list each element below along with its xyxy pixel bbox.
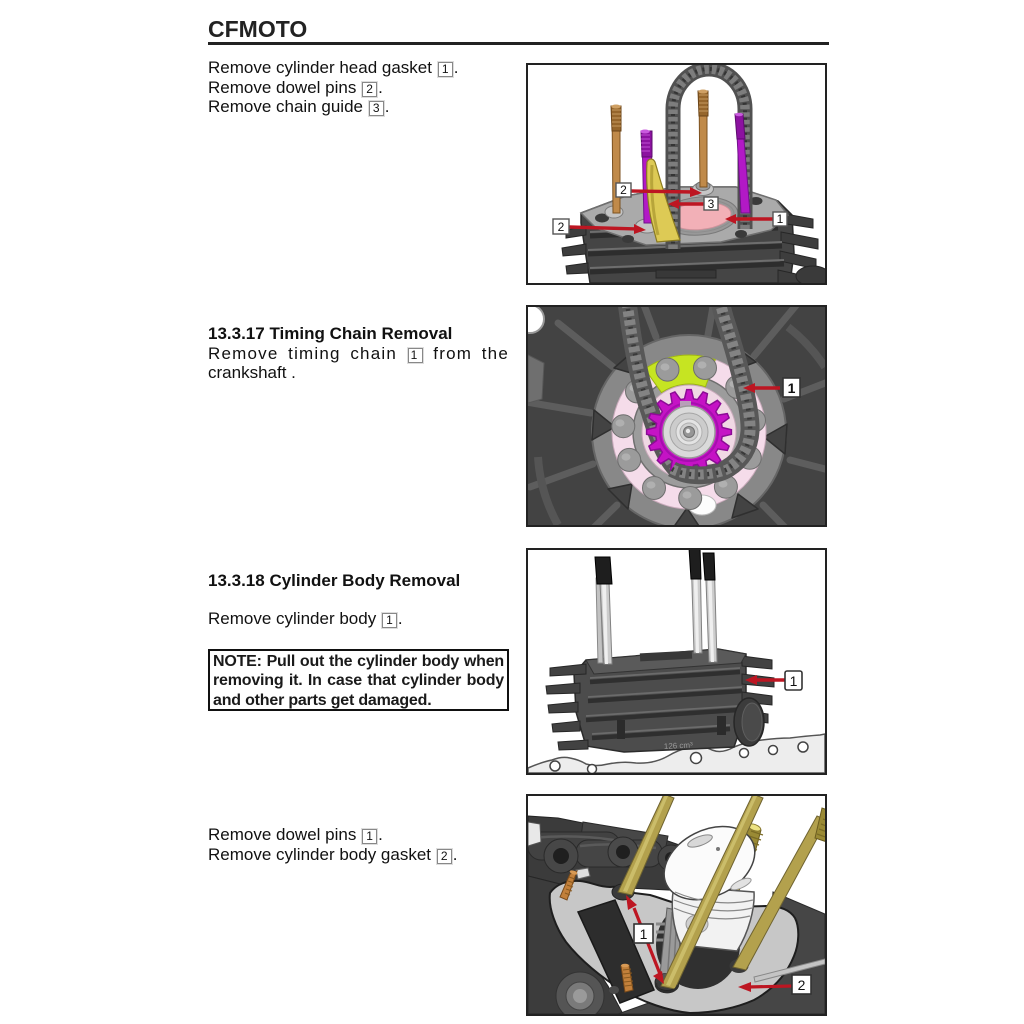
svg-text:126 cm³: 126 cm³ bbox=[664, 740, 694, 751]
svg-text:2: 2 bbox=[798, 977, 806, 993]
svg-text:1: 1 bbox=[790, 673, 798, 689]
svg-text:1: 1 bbox=[777, 212, 784, 226]
svg-text:2: 2 bbox=[620, 183, 627, 197]
svg-text:2: 2 bbox=[558, 220, 565, 234]
svg-text:1: 1 bbox=[788, 380, 796, 396]
svg-text:1: 1 bbox=[640, 926, 648, 942]
svg-text:3: 3 bbox=[708, 197, 715, 211]
